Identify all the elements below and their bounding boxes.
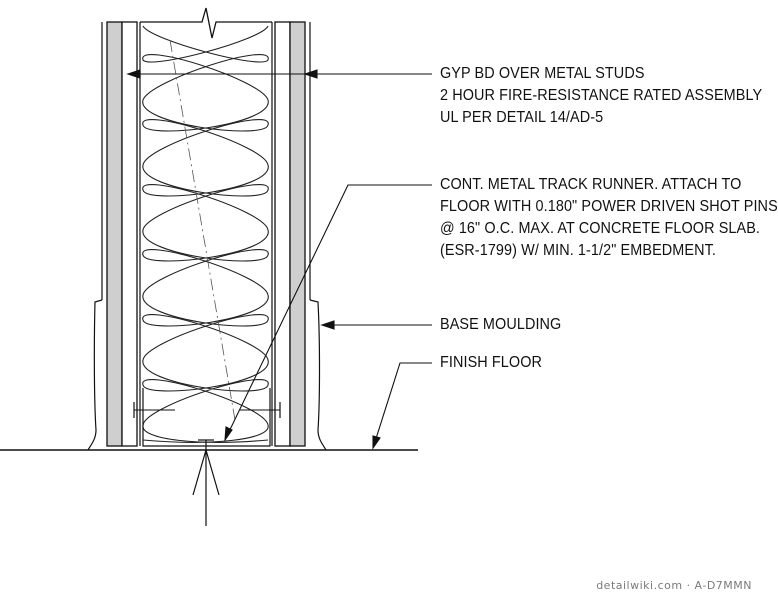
note-base-moulding: BASE MOULDING xyxy=(440,314,561,336)
note-gyp-bd-line-2: 2 HOUR FIRE-RESISTANCE RATED ASSEMBLY xyxy=(440,87,763,104)
metal-track-runner xyxy=(133,388,281,447)
note-track-runner-line-4: (ESR-1799) W/ MIN. 1-1/2" EMBEDMENT. xyxy=(440,242,717,259)
left-gypsum-board xyxy=(101,21,138,447)
note-base-moulding-line-1: BASE MOULDING xyxy=(440,316,562,333)
leader-finish-floor xyxy=(372,362,432,450)
note-gyp-bd-line-1: GYP BD OVER METAL STUDS xyxy=(440,65,645,82)
note-gyp-bd-line-3: UL PER DETAIL 14/AD-5 xyxy=(440,109,604,126)
leader-track-runner xyxy=(224,184,432,442)
note-finish-floor: FINISH FLOOR xyxy=(440,352,542,374)
note-track-runner-line-1: CONT. METAL TRACK RUNNER. ATTACH TO xyxy=(440,176,742,193)
note-gyp-bd: GYP BD OVER METAL STUDS 2 HOUR FIRE-RESI… xyxy=(440,63,762,129)
note-finish-floor-line-1: FINISH FLOOR xyxy=(440,354,543,371)
right-gypsum-board xyxy=(274,21,311,447)
shot-pin xyxy=(192,439,220,526)
batt-insulation xyxy=(142,25,269,443)
note-track-runner-line-2: FLOOR WITH 0.180" POWER DRIVEN SHOT PINS xyxy=(440,198,778,215)
note-track-runner-line-3: @ 16" O.C. MAX. AT CONCRETE FLOOR SLAB. xyxy=(440,220,761,237)
base-moulding-left xyxy=(87,299,103,451)
base-moulding-right xyxy=(309,299,327,451)
leader-gyp-bd xyxy=(126,69,432,79)
break-line xyxy=(140,7,272,39)
wall-base-section-detail xyxy=(0,7,432,526)
watermark: detailwiki.com · A-D7MMN xyxy=(596,579,752,592)
insulation-centerline xyxy=(169,39,236,421)
note-track-runner: CONT. METAL TRACK RUNNER. ATTACH TO FLOO… xyxy=(440,174,778,262)
metal-stud-cavity xyxy=(139,22,273,446)
leader-base-moulding xyxy=(320,320,432,330)
